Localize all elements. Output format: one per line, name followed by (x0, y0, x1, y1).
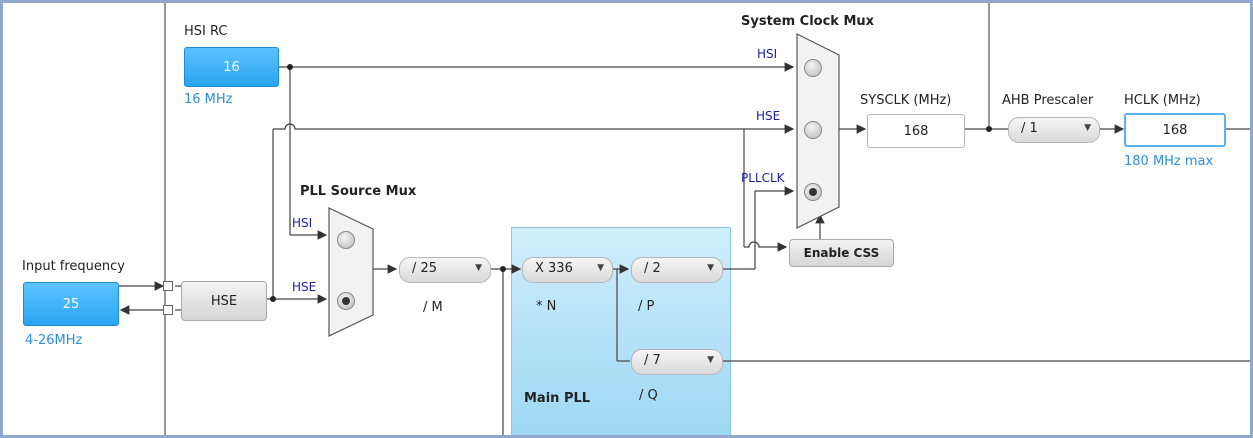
chevron-down-icon: ▼ (1084, 123, 1091, 133)
input-frequency-range: 4-26MHz (25, 333, 83, 348)
pll-source-mux-title: PLL Source Mux (300, 184, 417, 199)
chevron-down-icon: ▼ (707, 263, 714, 273)
ahb-prescaler-title: AHB Prescaler (1002, 93, 1094, 108)
pll-m-caption: / M (423, 300, 443, 315)
pll-source-hse-radio[interactable] (337, 292, 355, 310)
sysclk-title: SYSCLK (MHz) (860, 93, 952, 108)
pll-n-multiplier-select[interactable]: X 336 ▼ (522, 257, 613, 283)
sysclk-value[interactable]: 168 (867, 114, 965, 148)
pll-source-mux (328, 207, 374, 337)
pll-q-caption: / Q (639, 388, 658, 403)
sysclk-hsi-label: HSI (757, 47, 778, 61)
sysclk-pllclk-radio[interactable] (804, 183, 822, 201)
hsi-rc-value[interactable]: 16 (184, 47, 279, 87)
pll-source-hsi-radio[interactable] (337, 231, 355, 249)
sysclk-hsi-radio[interactable] (804, 59, 822, 77)
sysclk-hse-label: HSE (756, 109, 781, 123)
sysclk-hse-radio[interactable] (804, 121, 822, 139)
hclk-max-label: 180 MHz max (1124, 154, 1214, 169)
enable-css-button[interactable]: Enable CSS (789, 239, 894, 267)
ahb-prescaler-value: / 1 (1021, 121, 1038, 136)
pll-q-value: / 7 (644, 353, 661, 368)
pll-n-value: X 336 (535, 261, 573, 276)
chevron-down-icon: ▼ (707, 355, 714, 365)
osc-in-port (163, 281, 173, 291)
sysclk-pllclk-label: PLLCLK (741, 171, 785, 185)
pll-q-divider-select[interactable]: / 7 ▼ (631, 349, 723, 375)
pll-source-hsi-label: HSI (292, 216, 313, 230)
junction-dot-icon (270, 64, 992, 302)
hclk-title: HCLK (MHz) (1124, 93, 1201, 108)
hsi-rc-freq: 16 MHz (184, 92, 233, 107)
pll-source-hse-label: HSE (292, 280, 317, 294)
clock-wires (119, 3, 1250, 435)
hsi-rc-title: HSI RC (184, 24, 228, 39)
osc-out-port (163, 305, 173, 315)
system-clock-mux-title: System Clock Mux (741, 14, 875, 29)
ahb-prescaler-select[interactable]: / 1 ▼ (1008, 117, 1100, 143)
pll-m-value: / 25 (412, 261, 438, 276)
pll-n-caption: * N (536, 299, 557, 314)
hse-block[interactable]: HSE (181, 281, 267, 321)
chevron-down-icon: ▼ (475, 263, 482, 273)
input-frequency-title: Input frequency (22, 259, 125, 274)
pll-p-value: / 2 (644, 261, 661, 276)
pll-m-divider-select[interactable]: / 25 ▼ (399, 257, 491, 283)
hclk-value-field[interactable]: 168 (1124, 113, 1226, 147)
chevron-down-icon: ▼ (597, 263, 604, 273)
input-frequency-field[interactable]: 25 (23, 282, 119, 326)
pll-p-divider-select[interactable]: / 2 ▼ (631, 257, 723, 283)
main-pll-title: Main PLL (524, 391, 591, 406)
pll-p-caption: / P (638, 299, 655, 314)
